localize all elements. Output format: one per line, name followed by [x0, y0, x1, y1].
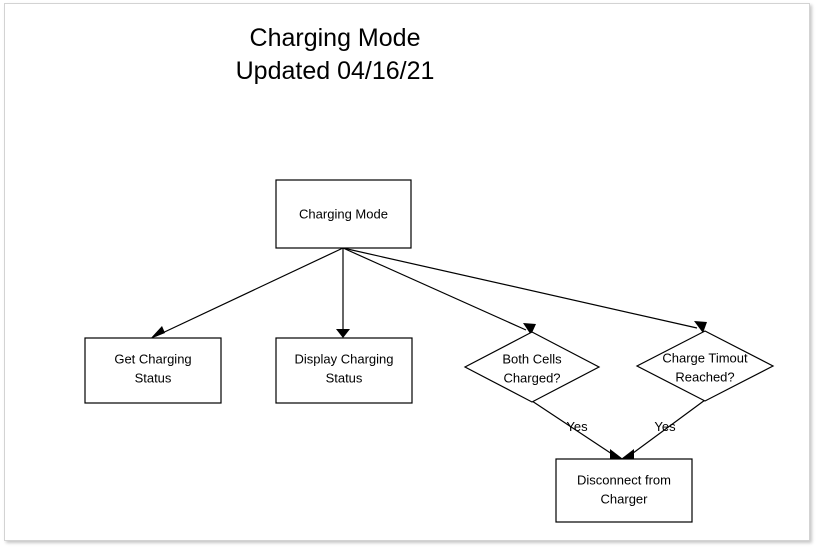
diagram-window: Charging Mode Updated 04/16/21 — [4, 3, 810, 541]
title-line-1: Charging Mode — [250, 24, 421, 52]
node-disconnect-from-charger[interactable]: Disconnect from Charger — [555, 458, 693, 523]
node-label-line-1: Charging Mode — [299, 206, 388, 221]
node-shape-rect — [84, 337, 222, 404]
node-get-charging-status[interactable]: Get Charging Status — [84, 337, 222, 404]
node-label-line-1: Display Charging — [295, 351, 394, 366]
edge-line — [342, 247, 527, 331]
arrowhead-icon — [610, 449, 623, 460]
edge-line — [342, 247, 698, 329]
edge-label-yes-right: Yes — [654, 419, 676, 434]
node-shape-rect — [555, 458, 693, 523]
node-charging-mode[interactable]: Charging Mode — [275, 179, 412, 249]
edge-label-yes-left: Yes — [566, 419, 588, 434]
node-label-line-1: Disconnect from — [577, 472, 671, 487]
arrowhead-icon — [150, 326, 165, 339]
edge-charging-mode-to-get-charging-status[interactable] — [150, 247, 344, 339]
node-label-line-2: Reached? — [675, 369, 734, 384]
node-both-cells-charged[interactable]: Both Cells Charged? — [463, 331, 601, 403]
node-label-line-1: Get Charging — [114, 351, 191, 366]
title-line-2: Updated 04/16/21 — [236, 57, 435, 85]
node-label-line-2: Status — [135, 370, 172, 385]
node-label-line-1: Charge Timout — [662, 350, 748, 365]
edge-charge-timout-reached-to-disconnect[interactable]: Yes — [621, 399, 706, 460]
node-label-line-2: Charger — [601, 491, 649, 506]
edge-line — [155, 247, 344, 337]
diagram-title: Charging Mode Updated 04/16/21 — [236, 24, 435, 85]
edge-both-cells-charged-to-disconnect[interactable]: Yes — [531, 400, 623, 460]
arrowhead-icon — [621, 449, 634, 460]
diagram-canvas[interactable]: Charging Mode Updated 04/16/21 — [5, 4, 809, 540]
node-display-charging-status[interactable]: Display Charging Status — [275, 337, 413, 404]
node-shape-diamond — [463, 331, 601, 403]
flowchart-svg: Charging Mode Updated 04/16/21 — [84, 24, 775, 523]
arrowhead-icon — [694, 321, 707, 333]
node-label-line-2: Charged? — [503, 370, 560, 385]
edge-charging-mode-to-charge-timout-reached[interactable] — [342, 247, 707, 333]
connector-layer: Yes Yes — [150, 247, 707, 460]
arrowhead-icon — [336, 329, 350, 338]
node-shape-rect — [275, 337, 413, 404]
edge-line — [531, 400, 616, 457]
node-shape-diamond — [635, 330, 775, 402]
node-label-line-2: Status — [326, 370, 363, 385]
node-charge-timout-reached[interactable]: Charge Timout Reached? — [635, 330, 775, 402]
node-shape-rect — [275, 179, 412, 249]
edge-charging-mode-to-both-cells-charged[interactable] — [342, 247, 536, 335]
edge-charging-mode-to-display-charging-status[interactable] — [336, 248, 350, 338]
node-label-line-1: Both Cells — [502, 351, 562, 366]
arrowhead-icon — [523, 323, 536, 335]
edge-line — [628, 399, 706, 457]
